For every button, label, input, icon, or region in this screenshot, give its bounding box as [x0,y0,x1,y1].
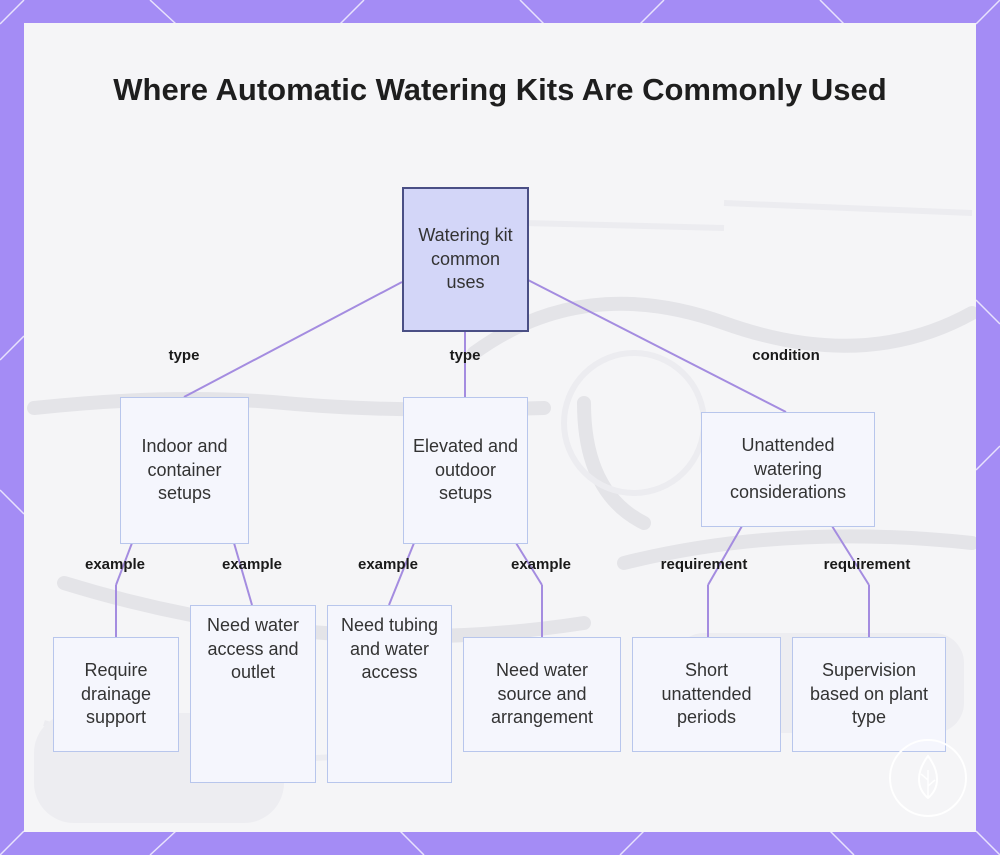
plant-drop-icon [889,739,967,817]
node-root: Watering kit common uses [402,187,529,332]
node-elevated: Elevated and outdoor setups [403,397,528,544]
edge-indoor-drainage [115,542,133,586]
node-drainage: Require drainage support [53,637,179,752]
edge-label-requirement-supervision: requirement [823,556,911,573]
diagram-card: Where Automatic Watering Kits Are Common… [24,23,976,832]
page-title: Where Automatic Watering Kits Are Common… [113,72,887,107]
edge-root-unattended [527,279,787,413]
edge-label-type-indoor: type [168,347,200,364]
edge-label-condition: condition [752,347,820,364]
edge-unattended-supervision [831,525,870,586]
edge-label-example-drainage: example [84,556,146,573]
node-unattended: Unattended watering considerations [701,412,875,527]
node-water-source: Need water source and arrangement [463,637,621,752]
node-tubing: Need tubing and water access [327,605,452,783]
edge-elevated-source [515,542,543,586]
edge-label-type-elevated: type [449,347,481,364]
edge-label-requirement-short: requirement [660,556,748,573]
edge-indoor-outlet [233,542,253,606]
node-indoor: Indoor and container setups [120,397,249,544]
node-water-outlet: Need water access and outlet [190,605,316,783]
edge-elevated-tubing [388,542,415,606]
node-supervision: Supervision based on plant type [792,637,946,752]
edge-label-example-source: example [510,556,572,573]
edge-label-example-outlet: example [221,556,283,573]
edge-unattended-short [707,525,743,586]
edge-label-example-tubing: example [357,556,419,573]
node-short-periods: Short unattended periods [632,637,781,752]
diagram-edges [115,279,870,637]
edge-root-indoor [183,281,403,398]
